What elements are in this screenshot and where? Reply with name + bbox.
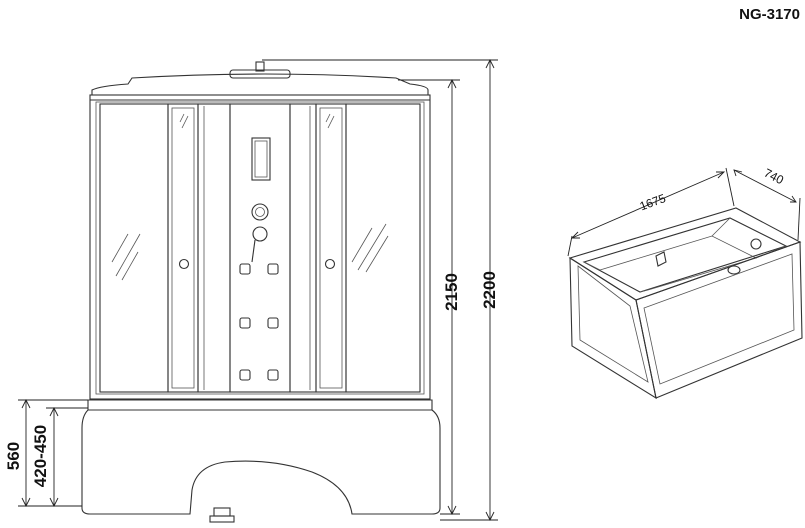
shower-cabin — [81, 61, 441, 523]
bath-tub — [568, 207, 803, 400]
tray-height-label: 560 — [4, 442, 23, 470]
tub-overflow — [655, 251, 667, 267]
massage-jet — [267, 263, 279, 275]
tub-side-apron — [635, 241, 803, 399]
tub-dimension-lines — [567, 167, 801, 257]
roof-vent — [229, 69, 291, 79]
dimension-lines — [18, 58, 498, 522]
tub-drain-hole — [750, 238, 762, 250]
shower-head — [251, 203, 269, 221]
left-door-handle — [178, 258, 190, 270]
massage-jet — [239, 263, 251, 275]
mixer-lever — [251, 239, 256, 263]
model-label: NG-3170 — [739, 6, 800, 23]
massage-jet — [267, 369, 279, 381]
right-door — [315, 103, 347, 393]
right-glass-panel — [345, 103, 421, 393]
right-door-handle — [324, 258, 336, 270]
tub-length-label: 1675 — [638, 191, 668, 213]
roof-pipe — [255, 61, 265, 72]
cabin-height-label: 2150 — [442, 273, 461, 311]
drain-outlet — [209, 515, 235, 523]
central-panel — [229, 103, 291, 393]
left-glass-panel — [99, 103, 169, 393]
tub-basin — [582, 217, 788, 293]
bath-tray — [81, 399, 441, 515]
tub-width-label: 740 — [762, 166, 786, 188]
massage-jet — [239, 369, 251, 381]
tray-foot — [213, 507, 231, 517]
massage-jet — [239, 317, 251, 329]
tub-front-apron — [569, 256, 657, 400]
tub-drain — [727, 265, 741, 275]
cabin-frame — [89, 94, 431, 400]
mixer-knob — [252, 226, 268, 242]
massage-jet — [267, 317, 279, 329]
left-door — [167, 103, 199, 393]
control-display — [251, 137, 271, 181]
tray-rim-range-label: 420-450 — [31, 425, 50, 487]
cabin-roof — [91, 73, 429, 95]
total-height-label: 2200 — [480, 271, 499, 309]
